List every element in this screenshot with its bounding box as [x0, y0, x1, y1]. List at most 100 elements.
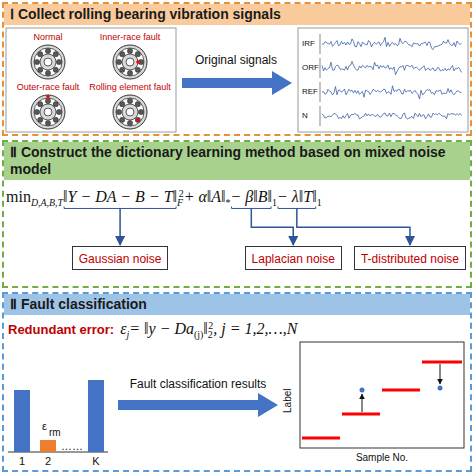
term-arrow [297, 208, 410, 245]
signal-name: ORF [302, 63, 319, 72]
rolling-ball [135, 52, 140, 57]
bar [40, 440, 56, 452]
trace-axis [320, 82, 321, 102]
race-groove [116, 98, 144, 126]
rolling-ball [120, 102, 125, 107]
noise-box: Laplacian noise [245, 246, 342, 270]
fault-mark [136, 118, 140, 122]
fault-mark [136, 60, 140, 64]
term-bracket [232, 206, 272, 208]
section-panel: Ⅱ Construct the dictionary learning meth… [2, 140, 472, 288]
bearing-label: Outer-race fault [17, 82, 80, 92]
bearing-label: Rolling element fault [89, 82, 171, 92]
formula-part: (j) [194, 329, 203, 340]
section-title: Ⅰ Collect rolling bearing vibration sign… [4, 4, 470, 25]
section-panel: Ⅰ Collect rolling bearing vibration sign… [2, 2, 472, 136]
inner-race [122, 104, 138, 120]
formula-part: 2 [208, 329, 213, 340]
formula-part: = ‖y − Da [129, 320, 194, 337]
outer-race [113, 95, 147, 129]
flow-arrow [118, 393, 278, 417]
rolling-ball [53, 117, 58, 122]
axis-title: Label [282, 389, 294, 413]
bar-index: K [92, 455, 99, 468]
formula-part: ‖ [203, 320, 208, 337]
rolling-ball [56, 109, 61, 114]
shaft-bore [44, 58, 52, 66]
term-bracket [64, 206, 176, 208]
race-groove [116, 48, 144, 76]
formula-part: − λ‖T‖ [277, 188, 317, 205]
rolling-ball [56, 59, 61, 64]
misclass-mark [360, 388, 365, 393]
noise-box: Gaussian noise [72, 246, 169, 270]
shaft-bore [126, 58, 134, 66]
section-title: Ⅱ Fault classification [4, 294, 470, 315]
inner-race [40, 54, 56, 70]
formula-part: , j = 1,2,…,N [213, 320, 297, 337]
rolling-ball [38, 67, 43, 72]
rolling-ball [135, 67, 140, 72]
noise-box: T-distributed noise [354, 246, 466, 270]
class-step [382, 389, 420, 392]
rolling-ball [45, 98, 50, 103]
misclass-mark [438, 386, 443, 391]
rolling-ball [120, 52, 125, 57]
shaft-bore [126, 108, 134, 116]
signal-trace [322, 62, 462, 75]
inner-race [40, 104, 56, 120]
outer-race [113, 45, 147, 79]
formula-part: ‖Y − DA − B − T‖ [63, 188, 177, 205]
arrow-label: Fault classification results [130, 378, 267, 392]
arrow-label: Original signals [195, 54, 277, 68]
formula-part: ε [120, 320, 126, 337]
bar [14, 390, 30, 452]
formula: minD,A,B,T‖Y − DA − B − T‖F2+ α‖A‖*− β‖B… [6, 188, 322, 208]
formula-heading: Redundant error: [8, 322, 114, 337]
rolling-ball [38, 52, 43, 57]
noise-label: Laplacian noise [252, 252, 335, 266]
signal-trace [322, 113, 462, 119]
plot-frame [300, 342, 464, 448]
bar-index: …… [61, 440, 83, 453]
signal-name: N [302, 111, 308, 120]
trace-axis [320, 106, 321, 126]
rolling-ball [34, 59, 39, 64]
signal-trace [322, 37, 462, 49]
bearing-label: Inner-race fault [100, 32, 161, 42]
rolling-ball [127, 48, 132, 53]
fault-mark [46, 95, 50, 99]
formula-part: j [126, 329, 129, 340]
signal-name: REF [302, 87, 318, 96]
signal-panel [298, 28, 468, 132]
rolling-ball [116, 59, 121, 64]
bearing-panel [6, 28, 176, 132]
formula: Redundant error:εj= ‖y − Da(j)‖22, j = 1… [8, 320, 297, 340]
term-arrow [119, 208, 121, 245]
bearing-label: Normal [33, 32, 62, 42]
formula-part: + α‖A‖ [184, 188, 226, 205]
rolling-ball [45, 48, 50, 53]
outer-race [31, 95, 65, 129]
bar-index: 1 [19, 455, 25, 468]
bar-value: ε [42, 420, 47, 433]
bar-index: 2 [45, 455, 51, 468]
inner-race [122, 54, 138, 70]
formula-part: 2 [179, 188, 184, 199]
rolling-ball [53, 52, 58, 57]
formula-part: min [6, 188, 31, 205]
formula-part: 1 [317, 197, 322, 208]
rolling-ball [135, 117, 140, 122]
formula-part: * [226, 197, 231, 208]
signal-name: IRF [302, 39, 315, 48]
rolling-ball [45, 70, 50, 75]
class-step [342, 413, 380, 416]
race-groove [34, 98, 62, 126]
rolling-ball [120, 117, 125, 122]
formula-part: D,A,B,T [31, 197, 63, 208]
rolling-ball [127, 120, 132, 125]
rolling-ball [38, 102, 43, 107]
trace-axis [320, 34, 321, 54]
